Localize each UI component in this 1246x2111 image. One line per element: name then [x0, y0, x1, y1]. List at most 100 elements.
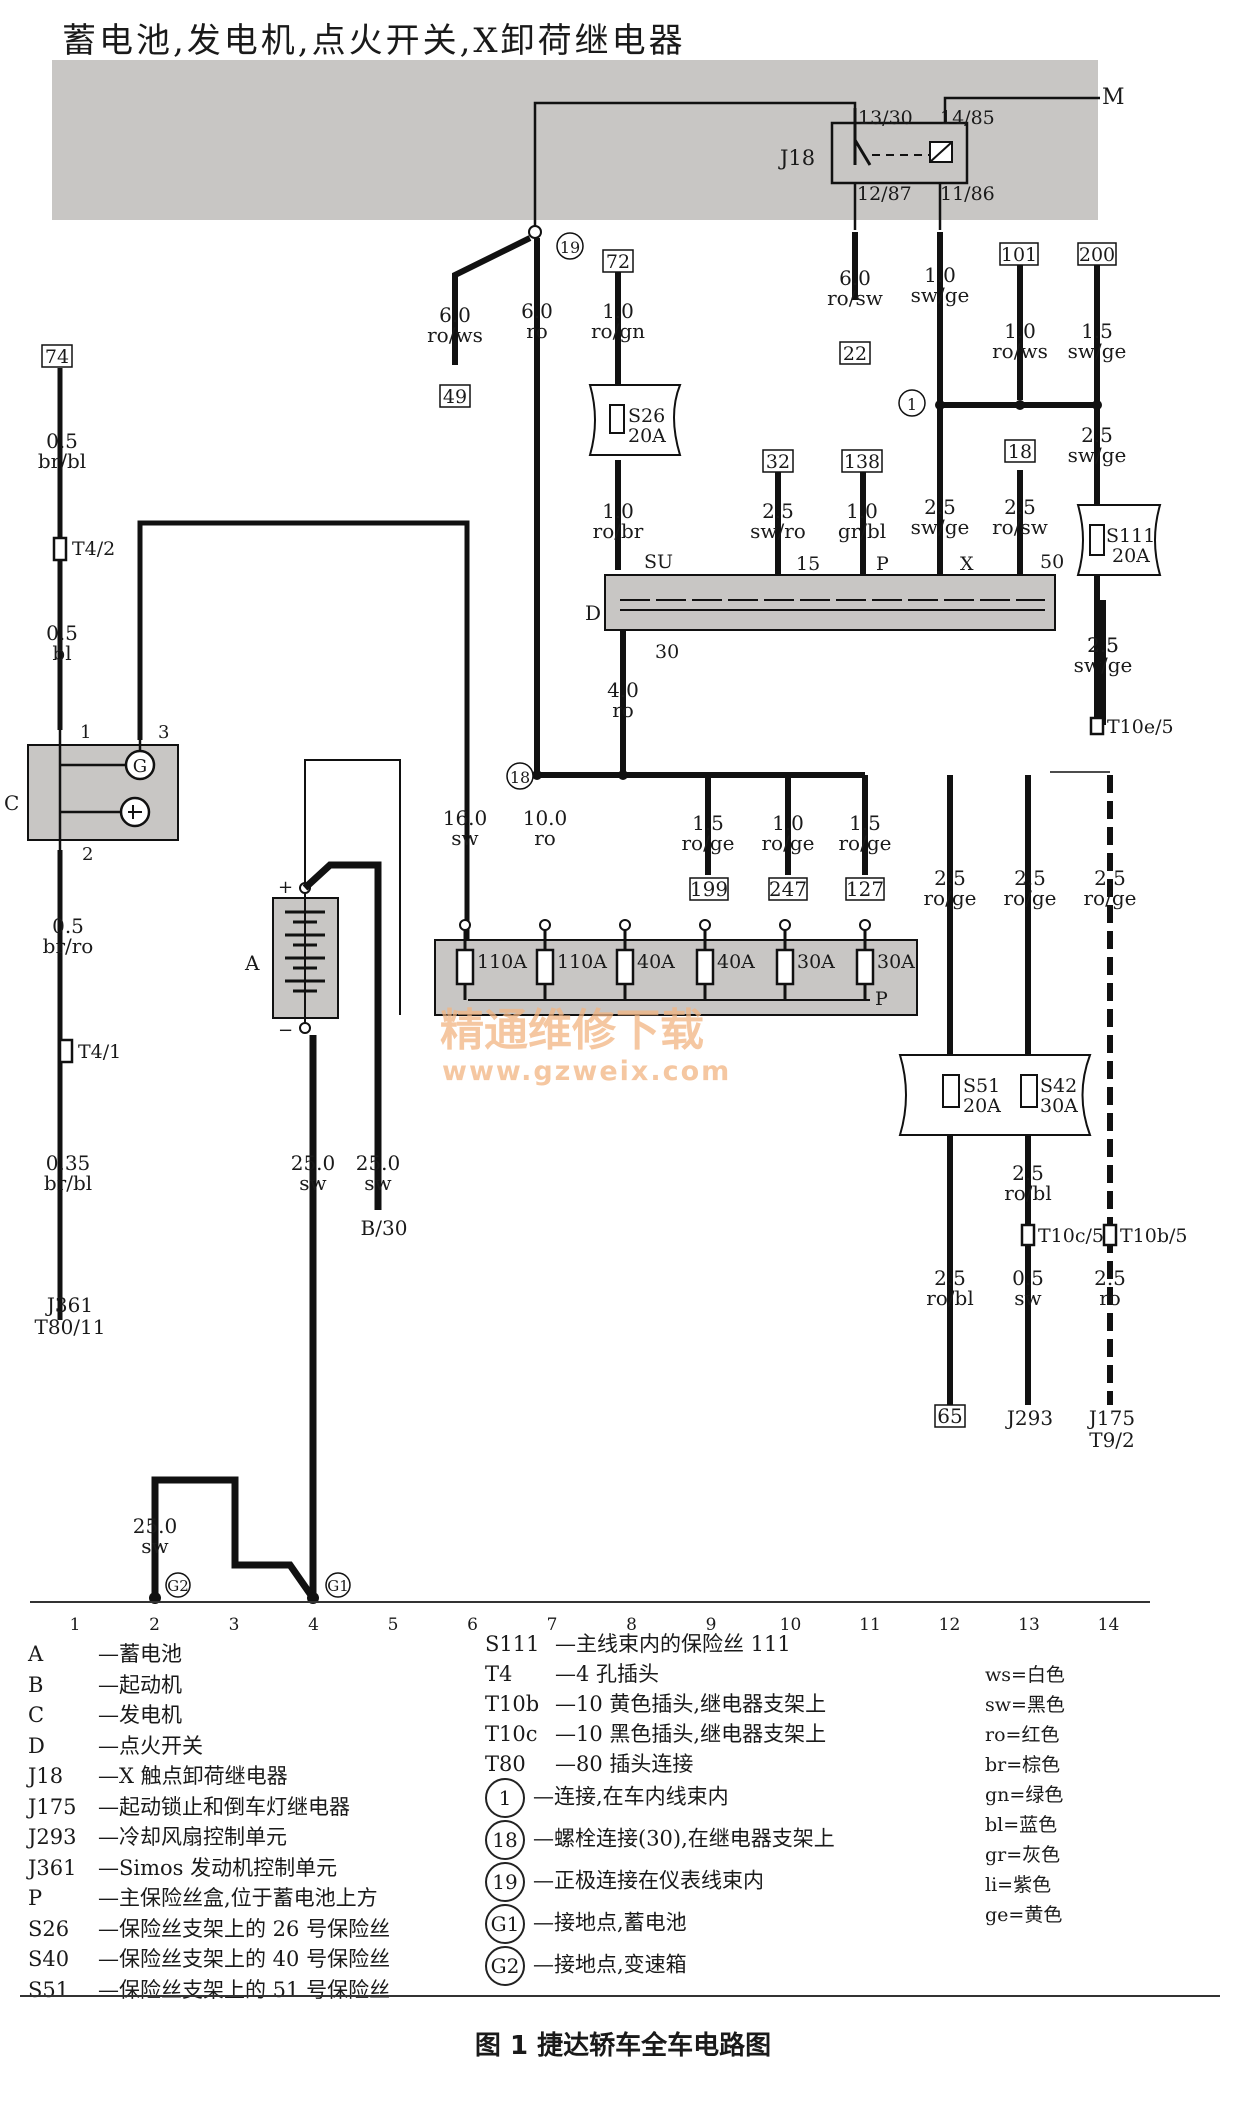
battery-cable-labels: 25.0 sw 25.0 sw B/30 25.0 sw — [133, 1151, 408, 1558]
svg-text:ro/ws: ro/ws — [427, 323, 483, 347]
svg-text:ro/sw: ro/sw — [992, 515, 1048, 539]
bus-drops — [705, 775, 868, 875]
connector-t10e: T10e/5 — [1089, 716, 1174, 738]
svg-text:br/bl: br/bl — [38, 449, 86, 473]
color-code: ge=黄色 — [985, 1904, 1063, 1926]
svg-text:74: 74 — [45, 346, 69, 368]
svg-text:S111: S111 — [1106, 525, 1155, 547]
svg-text:19: 19 — [560, 238, 580, 257]
legend-entry: S111—主线束内的保险丝 111 — [485, 1628, 791, 1658]
svg-text:T10c/5: T10c/5 — [1038, 1225, 1104, 1247]
svg-text:2.5: 2.5 — [1087, 633, 1119, 657]
svg-text:2.5: 2.5 — [1014, 866, 1046, 890]
connector-t10c: T10c/5 — [1020, 1223, 1104, 1247]
color-code: ws=白色 — [985, 1664, 1065, 1686]
svg-text:sw: sw — [1014, 1286, 1041, 1310]
column-number: 10 — [780, 1615, 802, 1635]
legend-entry: J361—Simos 发动机控制单元 — [28, 1852, 337, 1882]
svg-text:ro/ge: ro/ge — [839, 831, 892, 855]
svg-text:J175: J175 — [1087, 1406, 1135, 1430]
svg-text:ro/ws: ro/ws — [992, 339, 1048, 363]
svg-text:6.0: 6.0 — [439, 303, 471, 327]
legend-desc: —起动机 — [98, 1672, 182, 1697]
color-code: bl=蓝色 — [985, 1814, 1058, 1836]
svg-text:2.5: 2.5 — [1081, 423, 1113, 447]
connection-point-symbol: 19 — [485, 1862, 525, 1902]
main-fuse-rating: 30A — [877, 951, 915, 973]
main-fuse-rating: 110A — [557, 951, 607, 973]
svg-text:T9/2: T9/2 — [1089, 1428, 1135, 1452]
svg-text:1.0: 1.0 — [602, 299, 634, 323]
svg-text:1.0: 1.0 — [602, 499, 634, 523]
bus-drop-labels: 1.5 ro/ge 1.0 ro/ge 1.5 ro/ge 199 247 12… — [682, 811, 892, 901]
svg-text:ro: ro — [534, 826, 556, 850]
svg-text:bl: bl — [52, 641, 71, 665]
node-1: 1 — [898, 389, 1102, 417]
battery-sense-line — [304, 759, 401, 1015]
svg-text:ro: ro — [1099, 1286, 1121, 1310]
svg-text:C: C — [4, 791, 19, 815]
svg-text:2.5: 2.5 — [1012, 1161, 1044, 1185]
connector-t10b: T10b/5 — [1102, 1223, 1188, 1247]
svg-text:200: 200 — [1079, 244, 1115, 266]
color-code: gr=灰色 — [985, 1844, 1061, 1866]
main-fuse-1: 110A — [455, 919, 527, 1000]
svg-text:ro/bl: ro/bl — [926, 1286, 974, 1310]
legend-code: J175 — [28, 1794, 77, 1819]
connection-point-symbol: G1 — [485, 1904, 525, 1944]
svg-text:ro/ge: ro/ge — [1084, 886, 1137, 910]
column-number: 14 — [1098, 1615, 1120, 1635]
column-number: 13 — [1018, 1615, 1040, 1635]
generator-wires — [57, 368, 470, 1320]
svg-text:1.0: 1.0 — [772, 811, 804, 835]
svg-text:2.5: 2.5 — [1004, 495, 1036, 519]
legend-code: S26 — [28, 1916, 70, 1941]
svg-text:br/bl: br/bl — [44, 1171, 92, 1195]
legend-desc: —点火开关 — [98, 1733, 203, 1758]
svg-text:S26: S26 — [628, 405, 665, 427]
legend-desc: —连接,在车内线束内 — [533, 1784, 729, 1809]
connection-point-symbol: 1 — [485, 1778, 525, 1818]
legend-desc: —Simos 发动机控制单元 — [98, 1855, 338, 1880]
main-fuse-box-p: P — [434, 939, 918, 1016]
color-code: ro=红色 — [985, 1724, 1060, 1746]
relay-pin-1485: 14/85 — [940, 107, 995, 129]
fuse-s26: S26 20A — [588, 384, 682, 456]
fan-feed-wires — [947, 775, 1113, 1235]
main-fuse-6: 30A — [855, 919, 915, 1000]
watermark-cn: 精通维修下载 — [440, 1005, 704, 1056]
svg-text:ro/br: ro/br — [593, 519, 644, 543]
svg-text:25.0: 25.0 — [133, 1514, 178, 1538]
svg-text:2.5: 2.5 — [1087, 633, 1119, 657]
column-number: 6 — [467, 1615, 478, 1635]
svg-text:P: P — [876, 553, 889, 575]
svg-text:1: 1 — [80, 722, 91, 743]
main-fuse-rating: 40A — [637, 951, 675, 973]
column-number: 4 — [308, 1615, 319, 1635]
legend-desc: —接地点,变速箱 — [533, 1952, 687, 1977]
svg-text:T80/11: T80/11 — [35, 1315, 106, 1339]
svg-text:ro/ge: ro/ge — [924, 886, 977, 910]
legend-circle-entry: 19—正极连接在仪表线束内 — [485, 1862, 764, 1902]
legend-code: C — [28, 1703, 45, 1727]
svg-text:0.35: 0.35 — [46, 1151, 91, 1175]
svg-text:sw: sw — [141, 1534, 168, 1558]
legend-entry: T10b—10 黄色插头,继电器支架上 — [485, 1688, 826, 1718]
legend-desc: —起动锁止和倒车灯继电器 — [98, 1794, 350, 1819]
legend-code: P — [28, 1886, 43, 1910]
svg-text:ro/bl: ro/bl — [1004, 1181, 1052, 1205]
svg-text:20A: 20A — [963, 1095, 1001, 1117]
color-code: br=棕色 — [985, 1754, 1061, 1776]
legend-entry: S26—保险丝支架上的 26 号保险丝 — [28, 1913, 390, 1943]
svg-text:32: 32 — [766, 451, 790, 473]
svg-text:G2: G2 — [167, 1577, 189, 1595]
legend-desc: —主线束内的保险丝 111 — [555, 1632, 791, 1656]
relay-pin-1330: 13/30 — [858, 107, 913, 129]
terminal-boxes-top: 49 72 22 101 200 32 138 18 74 — [41, 242, 1117, 473]
svg-text:22: 22 — [843, 343, 867, 365]
legend-desc: —螺栓连接(30),在继电器支架上 — [533, 1826, 835, 1851]
svg-text:72: 72 — [606, 251, 630, 273]
svg-text:sw/ge: sw/ge — [1068, 443, 1127, 467]
